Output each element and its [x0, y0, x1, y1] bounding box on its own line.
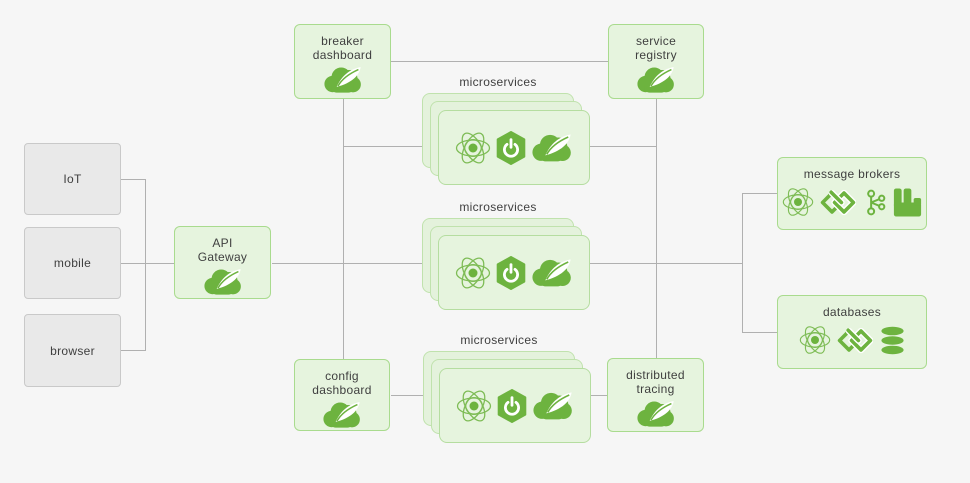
- spring-boot-icon: [496, 256, 526, 290]
- connector-breaker-registry: [391, 61, 608, 62]
- connector-brokers-vertical: [742, 193, 743, 333]
- message-brokers-icons: [782, 186, 922, 218]
- node-distributed-tracing-label: distributed tracing: [626, 368, 685, 396]
- atom-orbit-icon: [455, 130, 491, 166]
- microservices-stack-top: microservices: [422, 75, 590, 187]
- databases-icons: [799, 324, 906, 356]
- spring-leaf-cloud-icon: [636, 65, 676, 94]
- node-api-gateway: API Gateway: [174, 226, 271, 299]
- spring-leaf-cloud-icon: [531, 132, 573, 163]
- spring-leaf-cloud-icon: [322, 400, 362, 429]
- microservice-card: [438, 110, 590, 185]
- atom-orbit-icon: [782, 186, 814, 218]
- microservices-label: microservices: [459, 75, 537, 89]
- node-breaker-dashboard: breaker dashboard: [294, 24, 391, 99]
- connector-brokers-elbow: [742, 193, 777, 194]
- atom-orbit-icon: [799, 324, 831, 356]
- kafka-icon: [862, 189, 887, 216]
- database-cylinder-icon: [879, 326, 906, 355]
- microservice-card: [439, 368, 591, 443]
- interlocked-links-icon: [820, 189, 856, 216]
- node-config-dashboard: config dashboard: [294, 359, 390, 431]
- interlocked-links-icon: [837, 327, 873, 354]
- node-iot-label: IoT: [63, 172, 82, 186]
- microservices-stack-middle: microservices: [422, 200, 590, 312]
- spring-leaf-cloud-icon: [532, 390, 574, 421]
- node-breaker-dashboard-label: breaker dashboard: [312, 34, 373, 62]
- spring-leaf-cloud-icon: [531, 257, 573, 288]
- spring-leaf-cloud-icon: [323, 65, 363, 94]
- rabbitmq-icon: [893, 188, 922, 217]
- atom-orbit-icon: [455, 255, 491, 291]
- node-mobile-label: mobile: [53, 256, 92, 270]
- connector-clients-vertical: [145, 179, 146, 351]
- connector-iot: [121, 179, 146, 180]
- spring-boot-icon: [497, 389, 527, 423]
- connector-mobile-gateway: [121, 263, 174, 264]
- microservice-card: [438, 235, 590, 310]
- spring-leaf-cloud-icon: [203, 267, 243, 296]
- node-service-registry: service registry: [608, 24, 704, 99]
- node-browser: browser: [24, 314, 121, 387]
- connector-browser: [121, 350, 146, 351]
- spring-boot-icon: [496, 131, 526, 165]
- connector-databases-elbow: [742, 332, 777, 333]
- node-mobile: mobile: [24, 227, 121, 299]
- atom-orbit-icon: [456, 388, 492, 424]
- node-browser-label: browser: [50, 343, 95, 358]
- microservices-label: microservices: [460, 333, 538, 347]
- node-api-gateway-label: API Gateway: [197, 236, 248, 264]
- spring-leaf-cloud-icon: [636, 399, 676, 428]
- node-message-brokers: message brokers: [777, 157, 927, 230]
- node-databases-label: databases: [822, 305, 882, 319]
- node-config-dashboard-label: config dashboard: [312, 369, 372, 397]
- node-message-brokers-label: message brokers: [803, 167, 901, 181]
- microservices-stack-bottom: microservices: [423, 333, 591, 445]
- node-databases: databases: [777, 295, 927, 369]
- node-iot: IoT: [24, 143, 121, 215]
- microservices-label: microservices: [459, 200, 537, 214]
- node-service-registry-label: service registry: [635, 34, 677, 62]
- node-distributed-tracing: distributed tracing: [607, 358, 704, 432]
- connector-left-vertical: [343, 99, 344, 359]
- connector-right-vertical: [656, 99, 657, 358]
